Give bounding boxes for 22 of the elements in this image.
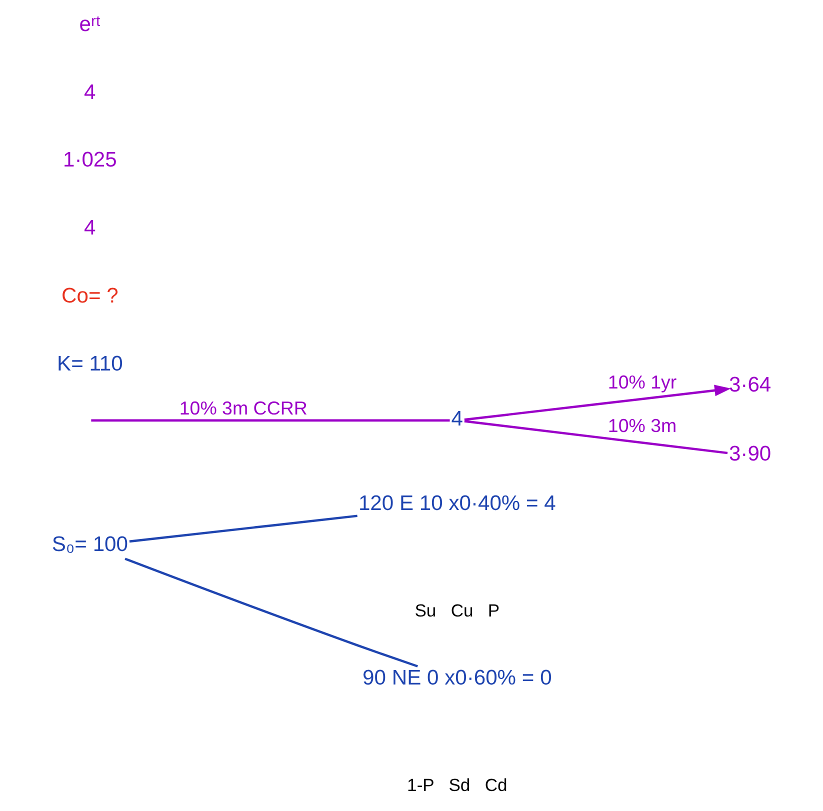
label: eʳᵗ: [79, 12, 101, 36]
node-text: 120 E 10 x0·40% = 4: [358, 492, 556, 515]
connector: [91, 419, 450, 422]
label: 1·025: [62, 148, 117, 172]
label: Co= ?: [62, 284, 118, 308]
node-label: 1-P Sd Cd: [407, 775, 508, 796]
edge-label: 10% 3m: [608, 414, 677, 436]
connector: [464, 420, 728, 454]
arrow: [464, 384, 732, 421]
node-text: 3·90: [728, 442, 772, 466]
connector: [124, 558, 418, 668]
connector: [129, 514, 358, 543]
node-text: S₀= 100: [52, 532, 128, 556]
label: 4: [84, 216, 96, 240]
node-text: 4: [451, 408, 464, 431]
node-text: 90 NE 0 x0·60% = 0: [362, 666, 552, 690]
node-text: 3·64: [728, 374, 772, 397]
edge-label: 10% 3m CCRR: [179, 397, 308, 418]
label: 4: [84, 80, 96, 104]
node-label: Su Cu P: [414, 600, 500, 621]
label: K= 110: [57, 352, 123, 376]
edge-label: 10% 1yr: [608, 372, 677, 393]
